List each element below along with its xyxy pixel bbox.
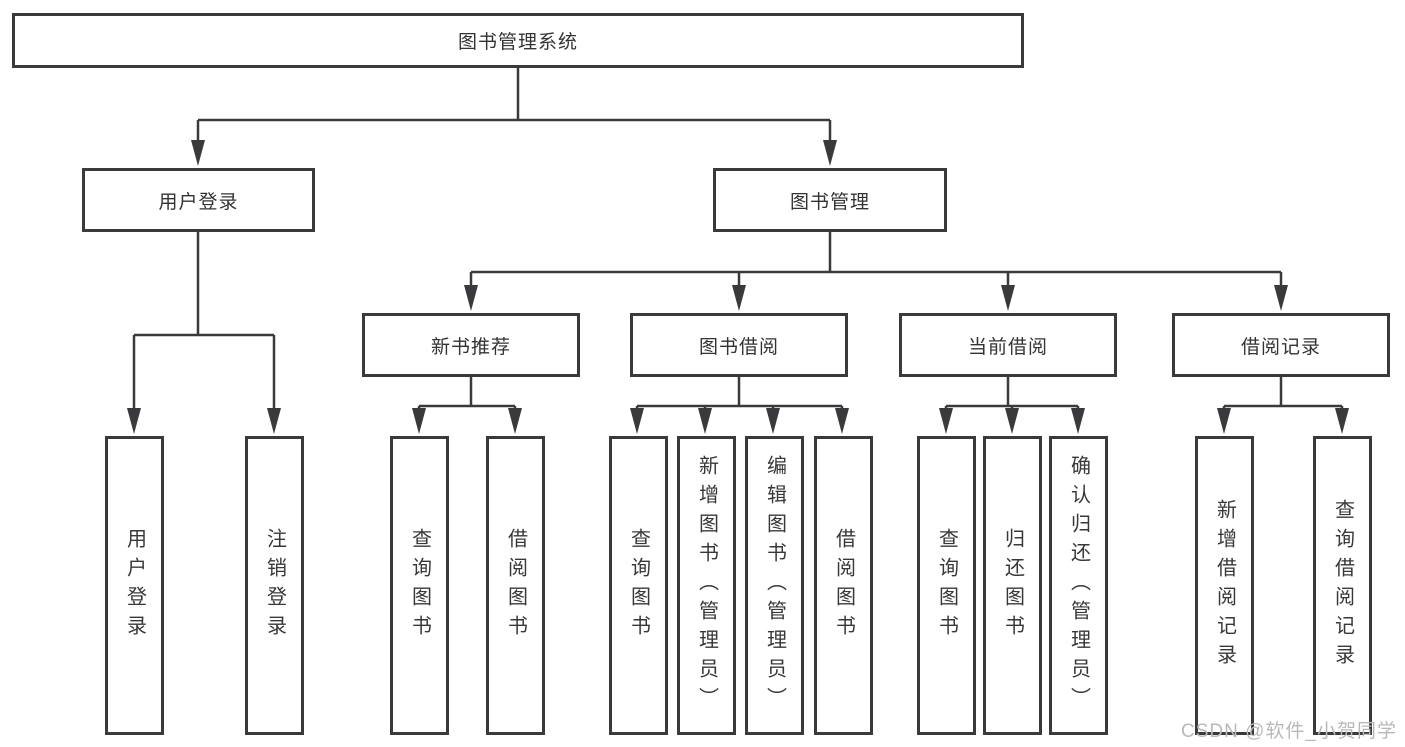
leaf-borrow-books-newrec-label: 借阅图书 [504, 527, 527, 644]
leaf-add-borrow-record: 新增借阅记录 [1195, 436, 1254, 735]
arrowhead [508, 408, 522, 434]
arrowhead [1335, 408, 1349, 434]
leaf-add-borrow-record-label: 新增借阅记录 [1213, 498, 1236, 673]
connector-bookmgmt-to-level3 [464, 230, 1288, 311]
leaf-add-books-admin: 新增图书（管理员） [677, 436, 736, 735]
leaf-logout: 注销登录 [245, 436, 304, 735]
leaf-user-login-label: 用户登录 [123, 527, 146, 644]
arrowhead [127, 408, 141, 434]
node-borrowing-records-label: 借阅记录 [1240, 336, 1321, 358]
leaf-edit-books-admin-label: 编辑图书（管理员） [763, 455, 786, 716]
leaf-return-books: 归还图书 [983, 436, 1042, 735]
arrowhead [1001, 285, 1015, 311]
arrowhead [835, 408, 849, 434]
node-root-label: 图书管理系统 [457, 32, 578, 53]
node-new-book-recommend: 新书推荐 [362, 313, 580, 377]
node-borrowing-records: 借阅记录 [1172, 313, 1390, 377]
leaf-query-borrow-record: 查询借阅记录 [1313, 436, 1372, 735]
node-new-book-recommend-label: 新书推荐 [430, 336, 511, 358]
leaf-query-books-borrow: 查询图书 [609, 436, 668, 735]
arrowhead [267, 408, 281, 434]
leaf-borrow-books-newrec: 借阅图书 [486, 436, 545, 735]
leaf-borrow-books-borrow-label: 借阅图书 [832, 527, 855, 644]
arrowhead [823, 140, 837, 166]
leaf-borrow-books-borrow: 借阅图书 [814, 436, 873, 735]
connector-root-to-level2 [191, 66, 837, 166]
arrowhead [412, 408, 426, 434]
arrowhead [191, 140, 205, 166]
arrowhead [939, 408, 953, 434]
connector-newrec-to-leaves [412, 375, 522, 434]
node-book-management-label: 图书管理 [789, 191, 870, 213]
arrowhead [1217, 408, 1231, 434]
arrowhead [464, 285, 478, 311]
node-root: 图书管理系统 [12, 13, 1024, 68]
connector-current-to-leaves [939, 375, 1085, 434]
leaf-query-books-newrec: 查询图书 [390, 436, 449, 735]
leaf-edit-books-admin: 编辑图书（管理员） [745, 436, 804, 735]
node-current-borrowing-label: 当前借阅 [967, 336, 1048, 358]
leaf-query-books-current: 查询图书 [917, 436, 976, 735]
connector-bookborrow-to-leaves [630, 375, 849, 434]
arrowhead [1071, 408, 1085, 434]
leaf-query-borrow-record-label: 查询借阅记录 [1331, 498, 1354, 673]
leaf-query-books-newrec-label: 查询图书 [408, 527, 431, 644]
leaf-add-books-admin-label: 新增图书（管理员） [695, 455, 718, 716]
leaf-confirm-return-admin: 确认归还（管理员） [1049, 436, 1108, 735]
connector-records-to-leaves [1217, 375, 1349, 434]
connector-userlogin-to-leaves [127, 230, 281, 434]
watermark: CSDN @软件_小贺同学 [1181, 721, 1397, 742]
arrowhead [698, 408, 712, 434]
leaf-user-login: 用户登录 [105, 436, 164, 735]
arrowhead [1005, 408, 1019, 434]
arrowhead [766, 408, 780, 434]
node-book-borrowing-label: 图书借阅 [698, 336, 779, 358]
leaf-logout-label: 注销登录 [263, 527, 286, 644]
arrowhead [732, 285, 746, 311]
node-book-management: 图书管理 [713, 168, 947, 232]
arrowhead [1274, 285, 1288, 311]
leaf-query-books-borrow-label: 查询图书 [627, 527, 650, 644]
leaf-query-books-current-label: 查询图书 [935, 527, 958, 644]
leaf-return-books-label: 归还图书 [1001, 527, 1024, 644]
arrowhead [630, 408, 644, 434]
node-book-borrowing: 图书借阅 [630, 313, 848, 377]
node-user-login: 用户登录 [82, 168, 315, 232]
leaf-confirm-return-admin-label: 确认归还（管理员） [1067, 455, 1090, 716]
node-user-login-label: 用户登录 [158, 191, 239, 213]
node-current-borrowing: 当前借阅 [899, 313, 1117, 377]
